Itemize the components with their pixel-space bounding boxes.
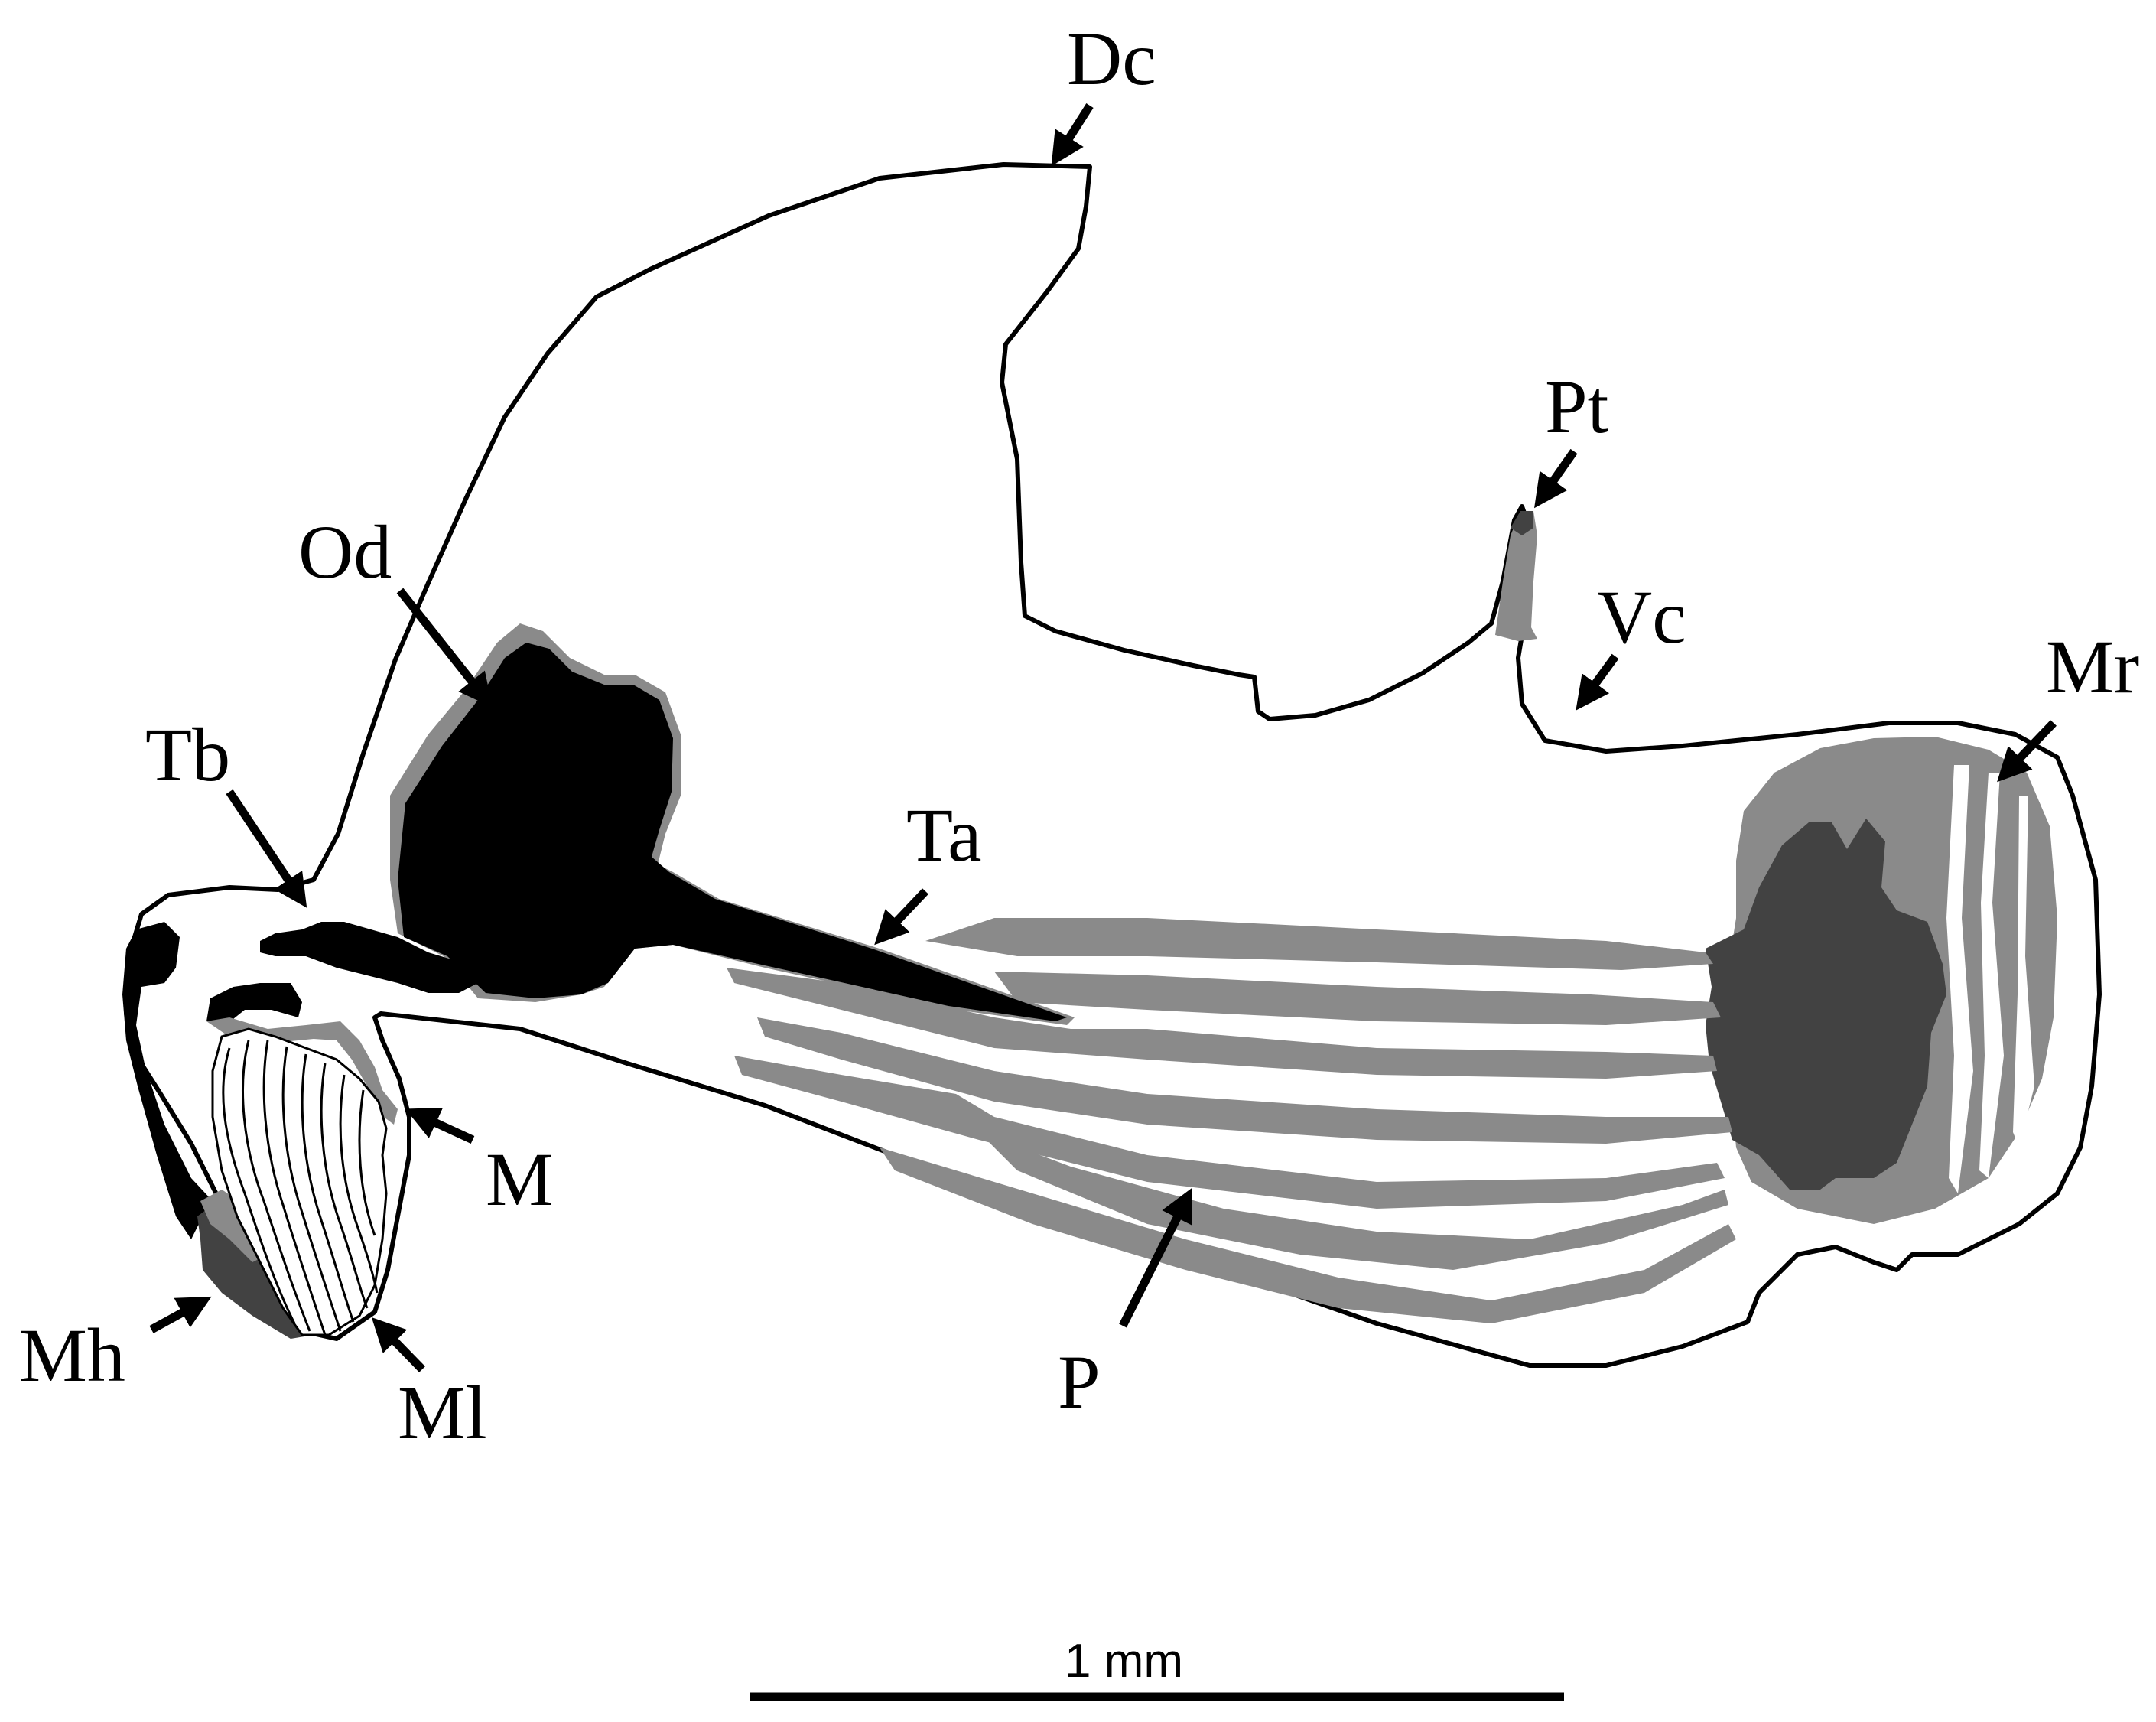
arrow-mh [149, 1296, 212, 1333]
arrow-mr [1997, 720, 2057, 783]
protractor-band-1 [925, 918, 1713, 970]
label-tb: Tb [145, 712, 230, 797]
label-arrows [149, 103, 2057, 1372]
arrow-tb [226, 789, 307, 908]
protractor-band-4 [757, 1017, 1732, 1144]
odontophore-cartilage [398, 643, 1067, 1021]
mandible-gray-rim [206, 1017, 398, 1125]
protractor-band-7 [880, 1147, 1736, 1323]
label-mh: Mh [19, 1313, 125, 1398]
label-p: P [1058, 1340, 1101, 1424]
protractor-band-6 [979, 1132, 1728, 1270]
mandible-black-lobe [206, 983, 302, 1025]
label-pt: Pt [1545, 364, 1609, 449]
label-m: M [486, 1137, 554, 1222]
label-od: Od [298, 509, 392, 594]
arrow-p [1119, 1187, 1192, 1328]
mandible-black [122, 922, 213, 1239]
label-mr: Mr [2046, 624, 2139, 709]
arrow-vc [1576, 653, 1619, 711]
protractor-band-3 [727, 968, 1717, 1079]
pt-structure-tip [1511, 511, 1533, 535]
arrow-m [405, 1107, 475, 1144]
retractor-muscle-band-2 [1979, 773, 2004, 1178]
arrow-ta [874, 888, 928, 946]
arrow-pt [1534, 448, 1578, 509]
retractor-muscle-core [1706, 819, 1946, 1190]
pt-structure [1495, 511, 1537, 641]
label-dc: Dc [1067, 16, 1156, 101]
protractor-band-5 [734, 1056, 1725, 1209]
mandible-lamellae [222, 1040, 379, 1336]
scale-bar-label: 1 mm [1065, 1635, 1183, 1688]
arrow-dc [1051, 103, 1094, 167]
label-vc: Vc [1597, 575, 1686, 659]
label-ml: Ml [398, 1370, 487, 1455]
arrow-ml [371, 1317, 425, 1372]
tubule-b [260, 922, 489, 993]
mandible-lamella-area [211, 1027, 388, 1336]
arrow-od [396, 588, 493, 708]
body-outline [124, 162, 2102, 1368]
label-ta: Ta [906, 793, 982, 877]
protractor-band-2 [994, 972, 1721, 1025]
retractor-muscle-band-1 [1946, 765, 1973, 1193]
retractor-muscle-band-3 [2013, 796, 2034, 1147]
